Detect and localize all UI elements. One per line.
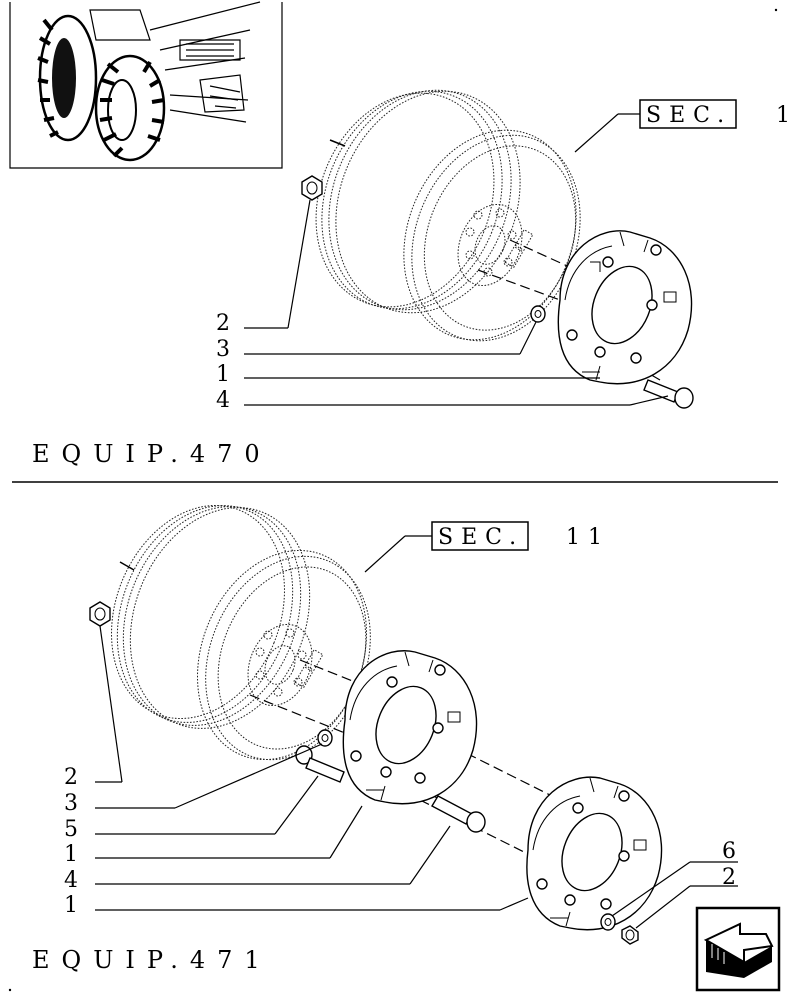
bolt-471-long [431,795,486,833]
callout-1b-bottom: 1 [64,893,78,918]
nut-471-right [621,925,639,945]
callout-4-top: 4 [216,388,230,413]
wheel-weight-471-inner [342,650,478,805]
callout-5-bottom: 5 [64,817,78,842]
callout-6-bottom: 6 [722,839,736,864]
callout-2r-bottom: 2 [722,865,736,890]
wheel-weight-470 [557,230,693,385]
tractor-thumbnail-icon [9,1,283,169]
bolt-470 [643,379,694,409]
equip-code-471: EQUIP.471 [32,946,272,974]
washer-471-right [600,913,616,931]
callout-3-bottom: 3 [64,791,78,816]
equip-code-470: EQUIP.470 [32,440,272,468]
washer-470 [530,305,546,323]
callout-1-top: 1 [216,362,230,387]
callout-3-top: 3 [216,337,230,362]
sec-number-471: 11 [566,525,610,550]
callout-4-bottom: 4 [64,868,78,893]
next-page-arrow-icon[interactable] [695,906,781,992]
bolt-471-short [295,745,345,783]
callout-2-bottom: 2 [64,765,78,790]
nut-470 [301,175,323,201]
wheel-weight-471-outer [526,776,663,931]
washer-471 [317,729,333,747]
callout-2-top: 2 [216,311,230,336]
sec-label-470: SEC. [646,103,732,128]
sec-number-470: 1 [776,103,788,128]
wheel-rim-471 [111,504,371,761]
callout-1-bottom: 1 [64,842,78,867]
sec-label-471: SEC. [438,525,524,550]
nut-471-left [89,601,111,627]
